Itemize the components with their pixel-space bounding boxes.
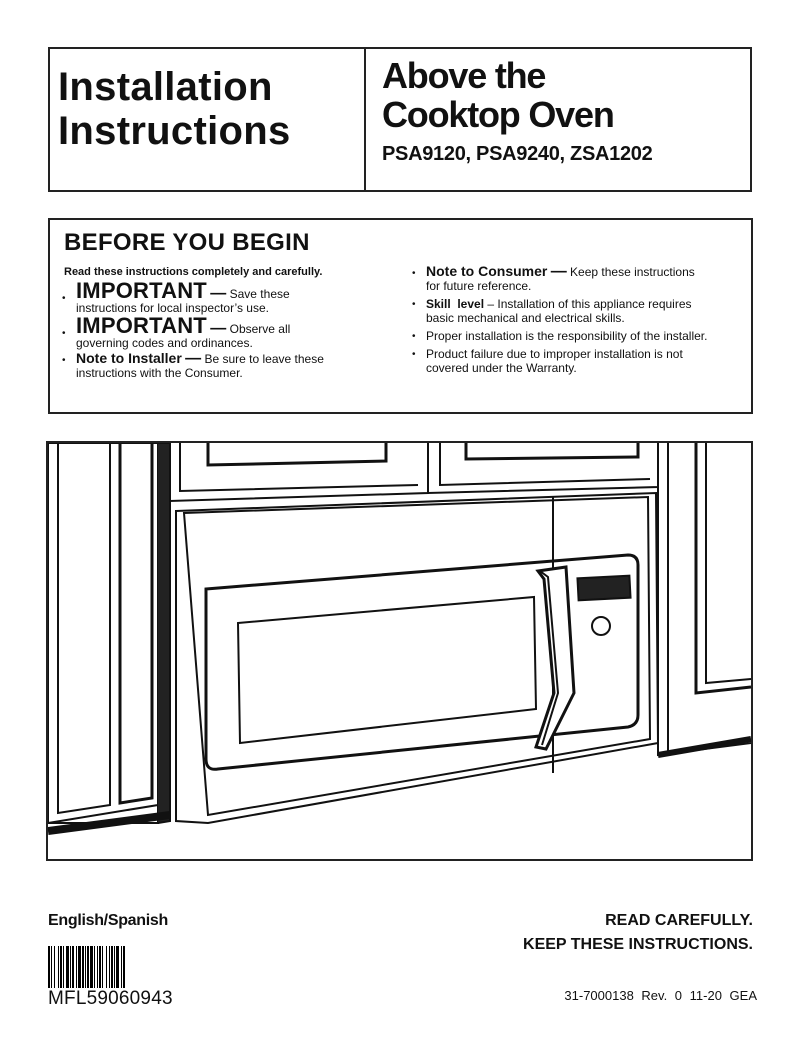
barcode-bar xyxy=(102,946,103,988)
note-item: • IMPORTANT — Observe all governing code… xyxy=(60,315,390,351)
before-you-begin-box: BEFORE YOU BEGIN Read these instructions… xyxy=(48,218,753,414)
note-text: Proper installation is the responsibilit… xyxy=(426,329,708,343)
note-heading: IMPORTANT xyxy=(76,313,207,338)
barcode-bar xyxy=(60,946,62,988)
read-carefully-text: READ CAREFULLY. xyxy=(605,912,753,929)
barcode-bar xyxy=(76,946,77,988)
barcode-bar xyxy=(58,946,59,988)
oven-illustration xyxy=(46,441,753,861)
note-text-rest: covered under the Warranty. xyxy=(426,361,577,375)
note-heading: IMPORTANT xyxy=(76,278,207,303)
barcode-bar xyxy=(116,946,119,988)
product-line-2: Cooktop Oven xyxy=(382,94,615,135)
barcode-bar xyxy=(87,946,89,988)
barcode-bar xyxy=(106,946,107,988)
before-you-begin-title: BEFORE YOU BEGIN xyxy=(64,229,310,256)
oven-drawing xyxy=(48,443,751,835)
note-item: • IMPORTANT — Save these instructions fo… xyxy=(60,280,390,316)
barcode-bar xyxy=(85,946,86,988)
note-text: Save these xyxy=(229,287,290,301)
barcode-bar xyxy=(51,946,52,988)
barcode-bar xyxy=(54,946,55,988)
bullet-icon: • xyxy=(412,349,416,360)
left-notes: • IMPORTANT — Save these instructions fo… xyxy=(60,280,390,384)
note-text: – Installation of this appliance require… xyxy=(487,297,692,311)
note-text-rest: for future reference. xyxy=(426,279,532,293)
bullet-icon: • xyxy=(62,293,66,304)
model-numbers: PSA9120, PSA9240, ZSA1202 xyxy=(382,143,653,165)
barcode-bar xyxy=(82,946,84,988)
barcode-bar xyxy=(63,946,64,988)
note-heading: Note to Consumer xyxy=(426,263,548,279)
note-text: Keep these instructions xyxy=(570,265,695,279)
product-title: Above the Cooktop Oven xyxy=(382,55,615,135)
barcode-bar xyxy=(97,946,98,988)
note-text-rest: instructions with the Consumer. xyxy=(76,366,243,380)
note-heading: Skill level xyxy=(426,297,485,311)
document-revision-info: 31-7000138 Rev. 0 11-20 GEA xyxy=(564,988,757,1003)
note-item: • Proper installation is the responsibil… xyxy=(410,329,740,343)
bullet-icon: • xyxy=(412,331,416,342)
note-item: • Skill level – Installation of this app… xyxy=(410,297,740,325)
note-dash: — xyxy=(185,350,202,367)
barcode-bar xyxy=(121,946,122,988)
title-header: Installation Instructions Above the Cook… xyxy=(48,47,752,192)
barcode-bar xyxy=(48,946,50,988)
barcode-bar xyxy=(90,946,93,988)
product-line-1: Above the xyxy=(382,55,546,96)
barcode-bar xyxy=(99,946,101,988)
note-text: Product failure due to improper installa… xyxy=(426,347,683,361)
part-number: MFL59060943 xyxy=(48,988,173,1009)
note-text: Be sure to leave these xyxy=(204,352,324,366)
barcode-bar xyxy=(123,946,125,988)
barcode-bar xyxy=(66,946,69,988)
bullet-icon: • xyxy=(62,328,66,339)
barcode-bar xyxy=(70,946,71,988)
note-dash: — xyxy=(210,285,227,302)
language-label: English/Spanish xyxy=(48,912,168,929)
document-title: Installation Instructions xyxy=(58,65,291,153)
note-text-rest: instructions for local inspector’s use. xyxy=(76,301,269,315)
header-divider xyxy=(364,49,366,190)
bullet-icon: • xyxy=(62,355,66,366)
bullet-icon: • xyxy=(412,268,416,279)
note-heading: Note to Installer xyxy=(76,350,182,366)
barcode-bar xyxy=(78,946,81,988)
barcode-bar xyxy=(72,946,74,988)
note-text-rest: basic mechanical and electrical skills. xyxy=(426,311,625,325)
barcode-image xyxy=(48,946,125,988)
bullet-icon: • xyxy=(412,299,416,310)
note-dash: — xyxy=(550,263,567,280)
barcode-bar xyxy=(94,946,95,988)
keep-instructions-text: KEEP THESE INSTRUCTIONS. xyxy=(523,936,753,953)
barcode-bar xyxy=(114,946,115,988)
title-line-2: Instructions xyxy=(58,109,291,153)
note-text-rest: governing codes and ordinances. xyxy=(76,336,253,350)
note-item: • Note to Consumer — Keep these instruct… xyxy=(410,263,740,294)
right-notes: • Note to Consumer — Keep these instruct… xyxy=(410,264,740,379)
barcode-bar xyxy=(109,946,110,988)
barcode-bar xyxy=(111,946,113,988)
title-line-1: Installation xyxy=(58,65,273,109)
intro-text: Read these instructions completely and c… xyxy=(64,266,323,278)
note-dash: — xyxy=(210,320,227,337)
note-item: • Note to Installer — Be sure to leave t… xyxy=(60,350,390,381)
note-item: • Product failure due to improper instal… xyxy=(410,347,740,375)
note-text: Observe all xyxy=(229,322,291,336)
